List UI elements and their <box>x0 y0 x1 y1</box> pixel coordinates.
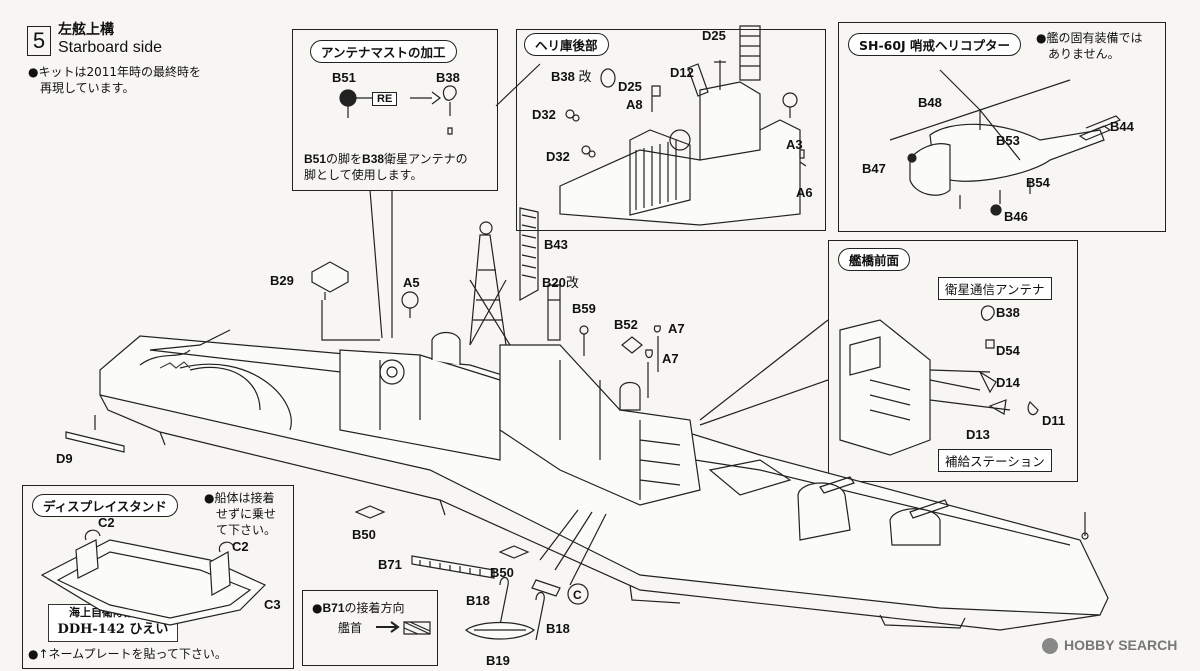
heli-label-b54: B54 <box>1026 175 1050 190</box>
bridge-front-title: 艦橋前面 <box>838 248 911 271</box>
stand-note-line1: ●船体は接着 <box>204 491 275 505</box>
heli-label-b47: B47 <box>862 161 886 176</box>
hangar-b38-kai: 改 <box>578 70 592 85</box>
bridge-label-d54: D54 <box>996 343 1020 358</box>
label-b59: B59 <box>572 301 596 316</box>
watermark-brand: HOBBY SEARCH <box>1064 637 1178 653</box>
heli-hangar-title: ヘリ庫後部 <box>524 33 609 56</box>
label-b29: B29 <box>270 273 294 288</box>
stand-label-c3: C3 <box>264 597 281 612</box>
stand-note-line2: せずに乗せ <box>216 507 277 521</box>
note-text-1: の脚を <box>326 152 363 166</box>
hangar-label-a3: A3 <box>786 137 803 152</box>
hangar-b38-part: B38 <box>551 69 575 84</box>
b71-direction-title: ●B71の接着方向 <box>312 601 405 615</box>
antenna-mast-title: アンテナマストの加工 <box>310 40 457 63</box>
hangar-label-b38: B38 改 <box>551 70 592 85</box>
antenna-mast-note-line1: B51の脚をB38衛星アンテナの <box>304 151 468 167</box>
label-b20-kai: 改 <box>565 276 579 291</box>
hangar-label-d25b: D25 <box>618 79 642 94</box>
label-b52: B52 <box>614 317 638 332</box>
label-b71: B71 <box>378 557 402 572</box>
bridge-label-d13: D13 <box>966 427 990 442</box>
b71-direction-part: B71 <box>322 601 345 615</box>
label-b50a: B50 <box>352 527 376 542</box>
label-b18a: B18 <box>466 593 490 608</box>
label-a5: A5 <box>403 275 420 290</box>
note-part-b51: B51 <box>304 152 327 166</box>
b71-direction-bow: 艦首 <box>338 621 363 635</box>
antenna-leader-line <box>369 189 383 339</box>
label-b18b: B18 <box>546 621 570 636</box>
antenna-mast-b38: B38 <box>436 70 460 85</box>
bridge-label-d11: D11 <box>1042 413 1066 428</box>
hangar-label-a6: A6 <box>796 185 813 200</box>
plate-line2: DDH-142 ひえい <box>57 622 169 637</box>
hangar-label-d32a: D32 <box>532 107 556 122</box>
display-stand-title: ディスプレイスタンド <box>32 494 178 517</box>
helicopter-title: SH-60J 哨戒ヘリコプター <box>848 33 1022 56</box>
hangar-label-d12: D12 <box>670 65 694 80</box>
heli-label-b48: B48 <box>918 95 942 110</box>
step-number-badge: 5 <box>27 26 51 56</box>
label-a7b: A7 <box>662 351 679 366</box>
note-text-2: 衛星アンテナの <box>384 152 468 166</box>
label-b20-part: B20 <box>542 275 566 290</box>
step-note-line1: ●キットは2011年時の最終時を <box>28 65 202 79</box>
step-title-jp: 左舷上構 <box>58 22 114 38</box>
antenna-mast-b51: B51 <box>332 70 356 85</box>
antenna-mast-note-line2: 脚として使用します。 <box>304 168 423 182</box>
label-b19: B19 <box>486 653 510 668</box>
hobby-search-logo-icon <box>1042 638 1058 654</box>
hangar-label-a8: A8 <box>626 97 643 112</box>
step-note-line2: 再現しています。 <box>40 81 135 95</box>
re-tag: RE <box>372 92 398 106</box>
helicopter-note-line1: ●艦の固有装備では <box>1036 31 1143 45</box>
step-title-en: Starboard side <box>58 39 163 56</box>
helicopter-note-line2: ありません。 <box>1048 47 1120 61</box>
note-part-b38: B38 <box>362 152 385 166</box>
hangar-label-d32b: D32 <box>546 149 570 164</box>
bridge-label-d14: D14 <box>996 375 1020 390</box>
label-d9: D9 <box>56 451 73 466</box>
b71-direction-rest: の接着方向 <box>344 601 405 615</box>
label-b20: B20改 <box>542 276 579 291</box>
b71-direction-panel <box>302 590 438 666</box>
bridge-label-b38: B38 <box>996 305 1020 320</box>
label-b43: B43 <box>544 237 568 252</box>
hangar-label-d25a: D25 <box>702 28 726 43</box>
heli-label-b53: B53 <box>996 133 1020 148</box>
stand-label-c2b: C2 <box>232 539 249 554</box>
supply-station-title: 補給ステーション <box>938 449 1052 472</box>
stand-note-line3: て下さい。 <box>216 523 277 537</box>
sat-antenna-title: 衛星通信アンテナ <box>938 277 1052 300</box>
label-a7a: A7 <box>668 321 685 336</box>
heli-label-b44: B44 <box>1110 119 1134 134</box>
label-c-circle: C <box>573 588 582 602</box>
stand-footer: ●↑ネームプレートを貼って下さい。 <box>28 647 227 661</box>
label-b50b: B50 <box>490 565 514 580</box>
stand-label-c2a: C2 <box>98 515 115 530</box>
heli-label-b46: B46 <box>1004 209 1028 224</box>
